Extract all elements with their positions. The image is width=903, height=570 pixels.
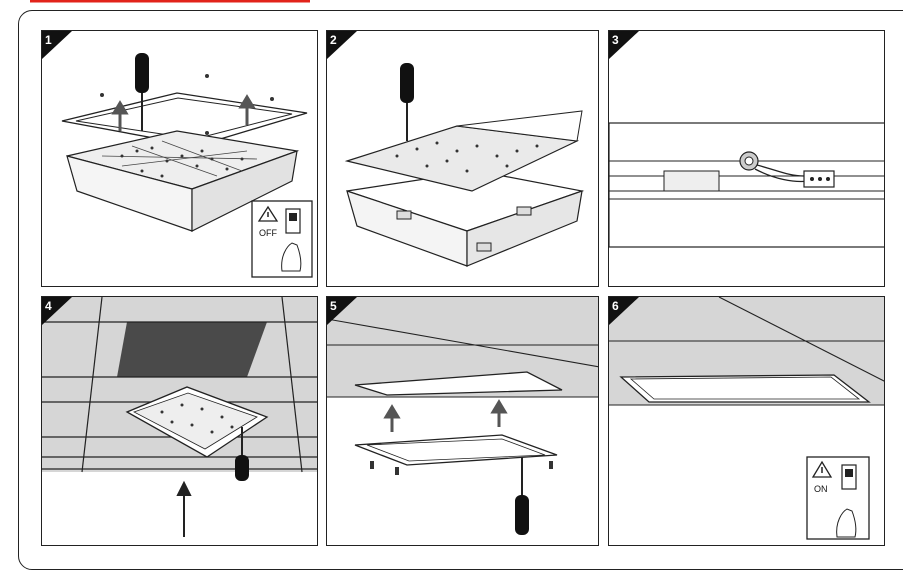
step-number: 1 [45,33,52,47]
step-3-illustration [609,122,884,248]
header-cutoff-text [0,0,903,6]
off-label: OFF [259,228,277,238]
step-1-panel: 1 [41,30,318,287]
step-number: 6 [612,299,619,313]
step-badge [609,31,639,59]
step-2-illustration [344,63,585,267]
step-number: 4 [45,299,52,313]
step-3-panel: 3 [608,30,885,287]
step-2-panel: 2 [326,30,599,287]
step-6-illustration: ON [609,297,884,540]
step-6-panel: ON 6 [608,296,885,546]
step-number: 5 [330,299,337,313]
step-4-illustration [42,297,317,537]
step-badge [42,31,72,59]
step-badge [327,31,357,59]
step-badge [609,297,639,325]
step-4-panel: 4 [41,296,318,546]
step-1-illustration: OFF [61,53,313,278]
step-number: 2 [330,33,337,47]
step-badge [42,297,72,325]
step-5-illustration [327,297,598,535]
step-number: 3 [612,33,619,47]
on-label: ON [814,484,828,494]
step-badge [327,297,357,325]
step-5-panel: 5 [326,296,599,546]
